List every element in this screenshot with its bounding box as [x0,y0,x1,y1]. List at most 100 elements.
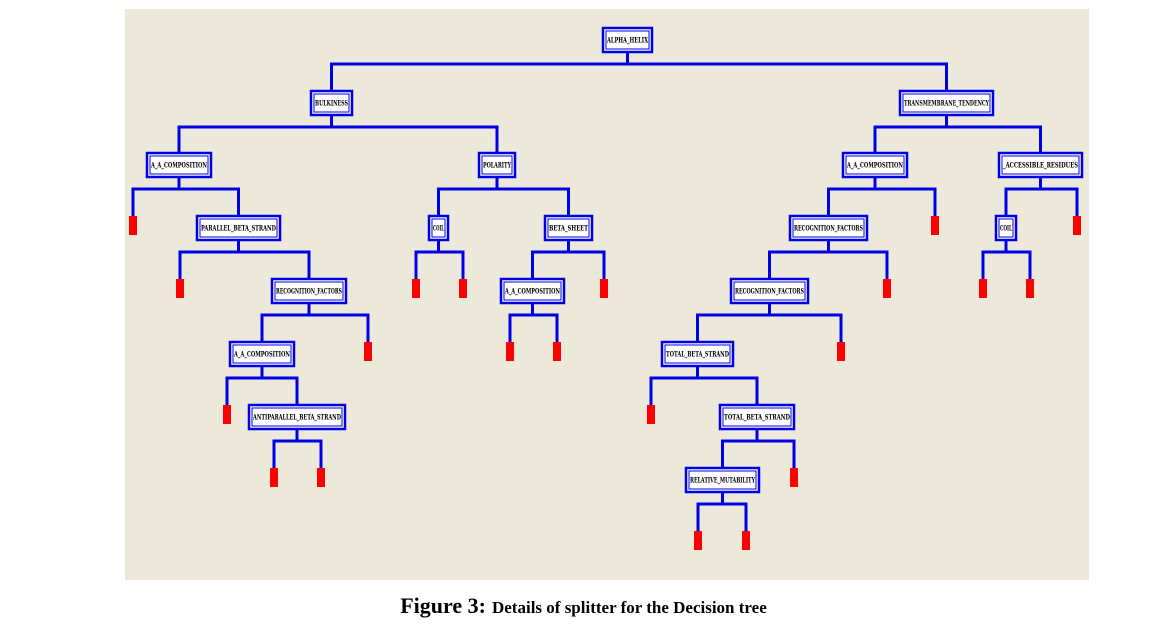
leaf-node [1073,216,1081,235]
node-label: BETA_SHEET [549,224,589,233]
leaf-node [459,279,467,298]
node-box [729,277,810,305]
leaf-node [129,216,137,235]
node-label: BULKINESS [315,99,348,108]
node-label: COIL [1000,224,1012,233]
node-inner-border [547,218,590,238]
diagram-canvas: ALPHA_HELIX BULKINESS TRANSMEMBRANE_TENDEN… [125,9,1089,580]
tree-node: RECOGNITION_FACTORS [788,214,869,242]
tree-node: ALPHA_HELIX [601,26,654,54]
node-box [427,214,450,242]
tree-node: POLARITY [477,151,517,179]
leaf-node [742,531,750,550]
leaf-node [883,279,891,298]
node-inner-border [199,218,278,238]
tree-nodes: ALPHA_HELIX BULKINESS TRANSMEMBRANE_TENDEN… [145,26,1084,494]
caption-text: Details of splitter for the Decision tre… [491,598,767,617]
leaf-node [790,468,798,487]
leaf-node [553,342,561,361]
node-inner-border [232,344,292,364]
leaf-node [694,531,702,550]
tree-node: COIL [994,214,1018,242]
tree-node: RELATIVE_MUTABILITY [684,466,761,494]
tree-node: A_A_COMPOSITION [841,151,909,179]
node-inner-border [998,218,1014,238]
leaf-node [837,342,845,361]
node-label: POLARITY [483,161,512,170]
tree-node: TOTAL_BETA_STRAND [718,403,796,431]
node-inner-border [733,281,806,301]
node-box [898,89,995,117]
node-inner-border [722,407,792,427]
node-label: A_A_COMPOSITION [150,161,207,170]
tree-node: A_A_COMPOSITION [499,277,566,305]
leaf-node [176,279,184,298]
tree-node: TRANSMEMBRANE_TENDENCY [898,89,995,117]
node-label: A_A_COMPOSITION [846,161,903,170]
node-inner-border [481,155,513,175]
node-box [841,151,909,179]
node-inner-border [149,155,209,175]
node-inner-border [792,218,865,238]
node-label: ALPHA_HELIX [606,36,648,45]
node-label: A_A_COMPOSITION [504,287,560,296]
node-inner-border [431,218,446,238]
node-label: COIL [433,224,444,233]
tree-node: RECOGNITION_FACTORS [270,277,348,305]
leaf-node [317,468,325,487]
tree-node: A_A_COMPOSITION [145,151,213,179]
node-box [718,403,796,431]
node-box [228,340,296,368]
tree-edges [131,50,1079,533]
node-label: RELATIVE_MUTABILITY [690,476,756,485]
caption-figure-number: Figure 3: [400,593,486,618]
node-inner-border [274,281,344,301]
node-label: TRANSMEMBRANE_TENDENCY [904,99,990,108]
tree-node: RECOGNITION_FACTORS [729,277,810,305]
node-inner-border [664,344,731,364]
node-inner-border [902,93,991,113]
leaf-node [270,468,278,487]
leaf-node [412,279,420,298]
node-inner-border [313,93,350,113]
decision-tree-diagram: ALPHA_HELIX BULKINESS TRANSMEMBRANE_TENDEN… [129,26,1084,550]
node-box [601,26,654,54]
node-label: ANTIPARALLEL_BETA_STRAND [252,413,341,422]
node-inner-border [605,30,650,50]
node-box [684,466,761,494]
node-box [660,340,735,368]
node-label: RECOGNITION_FACTORS [276,287,342,296]
node-box [195,214,282,242]
tree-node: A_A_COMPOSITION [228,340,296,368]
leaf-node [364,342,372,361]
tree-node: TOTAL_BETA_STRAND [660,340,735,368]
node-label: PARALLEL_BETA_STRAND [201,224,276,233]
node-inner-border [503,281,562,301]
tree-node: BETA_SHEET [543,214,594,242]
leaf-node [647,405,655,424]
leaf-node [1026,279,1034,298]
node-inner-border [1001,155,1080,175]
node-box [477,151,517,179]
figure-caption: Figure 3: Details of splitter for the Dec… [0,593,1167,619]
node-box [499,277,566,305]
tree-leaves [129,216,1081,550]
node-box [145,151,213,179]
tree-node: ANTIPARALLEL_BETA_STRAND [247,403,347,431]
node-label: TOTAL_BETA_STRAND [666,350,729,359]
node-inner-border [251,407,343,427]
node-box [247,403,347,431]
tree-node: PARALLEL_BETA_STRAND [195,214,282,242]
node-inner-border [845,155,905,175]
node-box [309,89,354,117]
leaf-node [506,342,514,361]
node-box [997,151,1084,179]
node-box [788,214,869,242]
node-label: RECOGNITION_FACTORS [794,224,863,233]
node-inner-border [688,470,757,490]
node-label: RECOGNITION_FACTORS [735,287,804,296]
node-label: _ACCESSIBLE_RESIDUES [1003,161,1078,170]
tree-node: BULKINESS [309,89,354,117]
leaf-node [931,216,939,235]
node-label: TOTAL_BETA_STRAND [724,413,790,422]
